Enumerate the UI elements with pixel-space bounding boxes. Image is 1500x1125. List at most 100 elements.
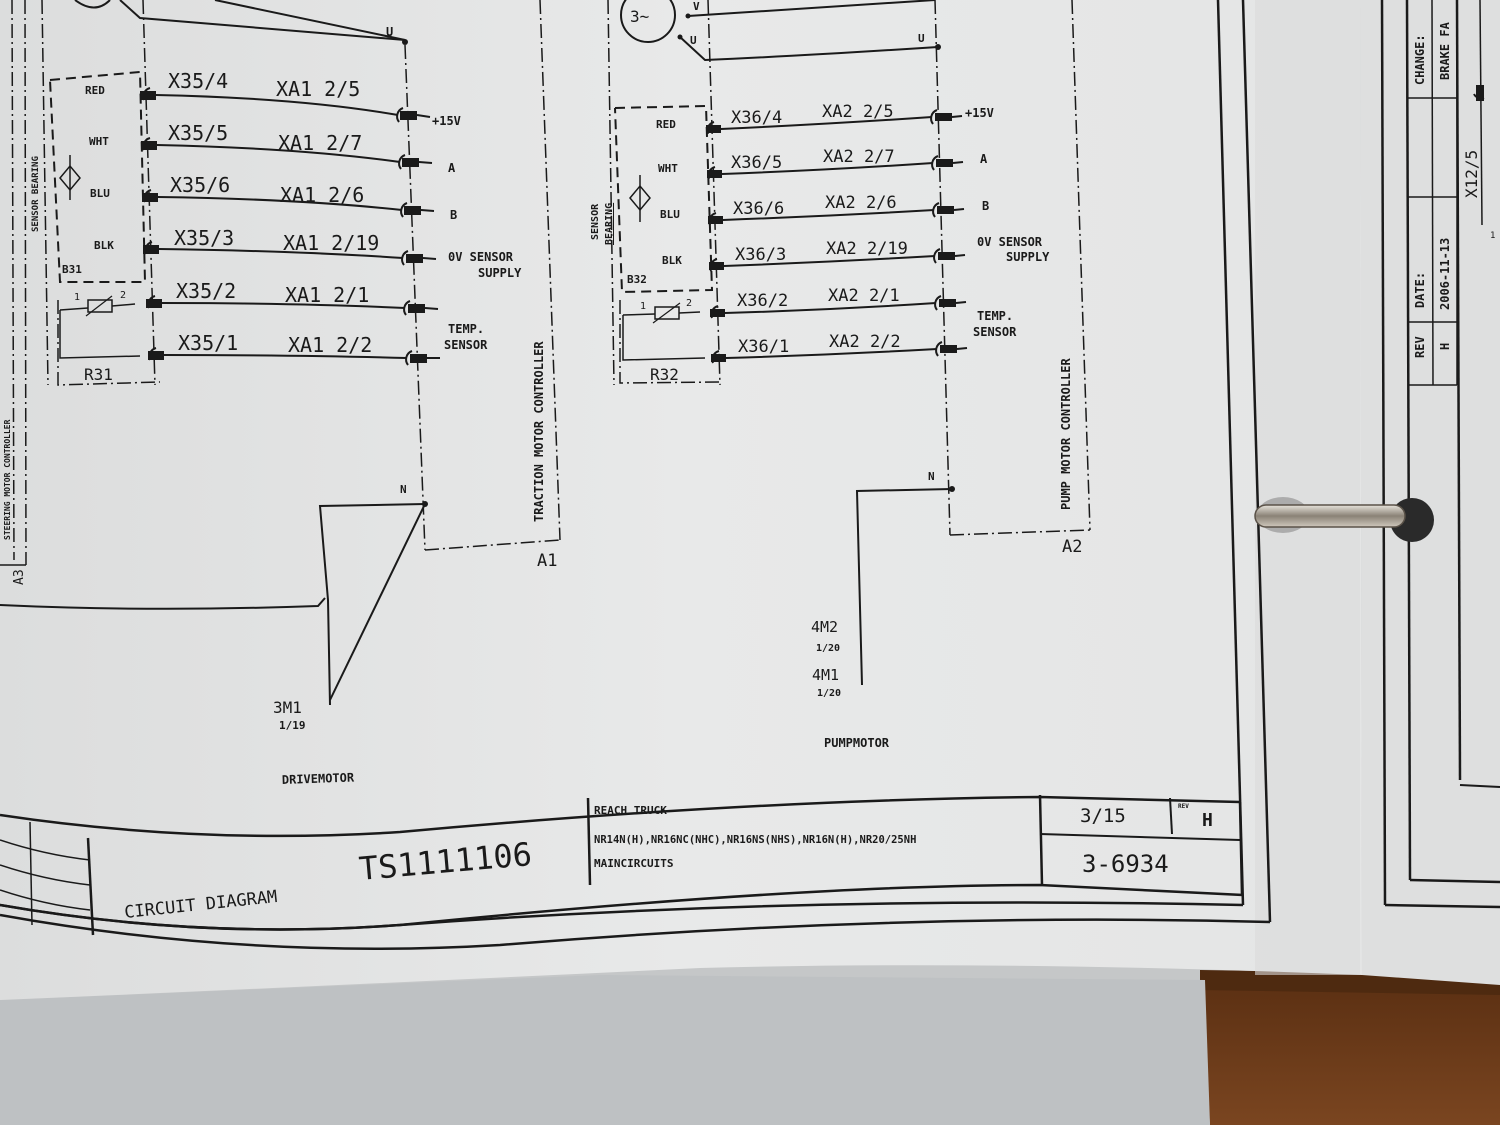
product-name: REACH TRUCK [594, 804, 667, 817]
traction-temp-label: TEMP. [448, 322, 484, 336]
pump-row-3: BLU X36/6 XA2 2/6 B [660, 193, 989, 226]
svg-text:1/20: 1/20 [817, 688, 841, 699]
wooden-desk [1200, 975, 1500, 1125]
svg-text:2: 2 [686, 298, 692, 309]
svg-text:X36/2: X36/2 [737, 291, 788, 311]
traction-resistor-id: R31 [84, 365, 113, 384]
traction-u-node: U [386, 25, 393, 39]
traction-row-2: WHT X35/5 XA1 2/7 A [89, 121, 456, 175]
svg-text:SENSOR: SENSOR [973, 325, 1017, 339]
pump-sensor-label-2: BEARING [604, 203, 615, 245]
svg-text:X36/1: X36/1 [738, 337, 789, 357]
svg-text:A: A [448, 161, 456, 175]
pump-controller-label: PUMP MOTOR CONTROLLER [1059, 358, 1073, 510]
drive-motor-label: DRIVEMOTOR [282, 770, 355, 787]
svg-text:SENSOR: SENSOR [444, 338, 488, 352]
pump-sensor-label-1: SENSOR [590, 203, 601, 240]
svg-text:0V SENSOR: 0V SENSOR [448, 250, 514, 264]
pump-resistor-id: R32 [650, 365, 679, 384]
svg-text:1: 1 [74, 292, 80, 303]
traction-controller-id: A1 [537, 551, 557, 571]
svg-text:WHT: WHT [89, 135, 109, 148]
pump-temp-label: TEMP. [977, 309, 1013, 323]
steering-controller-partial: STEERING MOTOR CONTROLLER A3 [0, 0, 27, 585]
svg-text:1/19: 1/19 [279, 719, 306, 732]
svg-text:A: A [980, 152, 988, 166]
svg-text:B: B [982, 199, 989, 213]
pump-motor-label: PUMPMOTOR [824, 736, 890, 750]
rev-header: REV [1413, 336, 1427, 358]
traction-controller-label: TRACTION MOTOR CONTROLLER [532, 341, 546, 522]
svg-text:XA1 2/7: XA1 2/7 [278, 131, 362, 155]
pump-sensor-id: B32 [627, 273, 647, 286]
change-value: BRAKE FA [1438, 21, 1452, 80]
connector-x12-label: X12/5 [1462, 150, 1481, 198]
rev-letter: H [1202, 810, 1213, 831]
svg-text:WHT: WHT [658, 162, 678, 175]
traction-row-5: X35/2 XA1 2/1 [146, 279, 439, 316]
svg-text:2: 2 [120, 290, 126, 301]
traction-row-1: RED X35/4 XA1 2/5 +15V [85, 69, 461, 128]
pump-controller-id: A2 [1062, 537, 1082, 557]
svg-text:XA1 2/5: XA1 2/5 [276, 77, 360, 101]
pump-row-2: WHT X36/5 XA2 2/7 A [658, 147, 988, 180]
rev-value: H [1438, 343, 1452, 350]
right-connector-x12: X12/5 1 [1462, 0, 1495, 241]
pump-motor-icon [620, 0, 676, 43]
right-page [1360, 0, 1500, 985]
pump-ref-4m2: 4M2 [811, 618, 838, 636]
svg-text:X36/5: X36/5 [731, 153, 782, 173]
traction-sensor-id: B31 [62, 263, 82, 276]
svg-text:XA1 2/1: XA1 2/1 [285, 283, 369, 307]
svg-text:X35/4: X35/4 [168, 69, 228, 93]
svg-text:RED: RED [85, 84, 105, 97]
steering-controller-id: A3 [12, 569, 27, 585]
steering-controller-label: STEERING MOTOR CONTROLLER [3, 419, 12, 540]
sensor-symbol-icon [629, 175, 651, 222]
svg-text:BLU: BLU [660, 208, 680, 221]
svg-text:X35/2: X35/2 [176, 279, 236, 303]
main-page [0, 0, 1362, 1000]
svg-text:XA2 2/1: XA2 2/1 [828, 286, 900, 306]
pump-row-4: BLK X36/3 XA2 2/19 0V SENSOR SUPPLY [662, 235, 1050, 272]
pump-row-5: X36/2 XA2 2/1 [710, 286, 967, 319]
svg-text:U: U [690, 34, 697, 47]
pump-ref-4m1: 4M1 [812, 666, 839, 684]
change-header: CHANGE: [1413, 34, 1427, 85]
svg-text:3~: 3~ [630, 7, 649, 26]
traction-row-6: X35/1 XA1 2/2 [148, 331, 440, 366]
sheet-number: 3/15 [1080, 805, 1126, 827]
traction-section: U SENSOR BEARING B31 1 2 R31 RED [0, 0, 561, 787]
svg-text:1/20: 1/20 [816, 643, 840, 654]
svg-text:X35/3: X35/3 [174, 226, 234, 250]
traction-row-4: BLK X35/3 XA1 2/19 0V SENSOR SUPPLY [94, 226, 522, 280]
svg-text:X35/1: X35/1 [178, 331, 238, 355]
svg-text:BLK: BLK [94, 239, 114, 252]
svg-text:0V SENSOR: 0V SENSOR [977, 235, 1043, 249]
pump-row-6: X36/1 XA2 2/2 [711, 332, 968, 364]
svg-text:X36/4: X36/4 [731, 108, 782, 128]
svg-text:XA1 2/2: XA1 2/2 [288, 333, 372, 357]
svg-text:XA2 2/5: XA2 2/5 [822, 102, 894, 122]
svg-text:1: 1 [640, 301, 646, 312]
revision-table: REV DATE: CHANGE: H 2006-11-13 BRAKE FA [1408, 0, 1458, 386]
svg-text:BLK: BLK [662, 254, 682, 267]
svg-text:X35/6: X35/6 [170, 173, 230, 197]
svg-text:U: U [918, 32, 925, 45]
svg-text:XA2 2/6: XA2 2/6 [825, 193, 897, 213]
pump-section: 3~ V U U SENSOR BEARING B32 1 2 R32 [590, 0, 1091, 750]
sensor-symbol-icon [59, 155, 81, 200]
svg-text:X36/3: X36/3 [735, 245, 786, 265]
svg-text:XA1 2/6: XA1 2/6 [280, 183, 364, 207]
svg-text:XA2 2/7: XA2 2/7 [823, 147, 895, 167]
svg-text:N: N [928, 470, 935, 483]
svg-text:XA1 2/19: XA1 2/19 [283, 231, 379, 255]
svg-text:RED: RED [656, 118, 676, 131]
svg-text:1: 1 [1490, 231, 1495, 241]
model-list: NR14N(H),NR16NC(NHC),NR16NS(NHS),NR16N(H… [594, 834, 916, 846]
pump-row-1: RED X36/4 XA2 2/5 +15V [656, 102, 994, 135]
section-name: MAINCIRCUITS [594, 857, 673, 870]
svg-text:XA2 2/2: XA2 2/2 [829, 332, 901, 352]
rev-label: REV [1178, 803, 1189, 810]
